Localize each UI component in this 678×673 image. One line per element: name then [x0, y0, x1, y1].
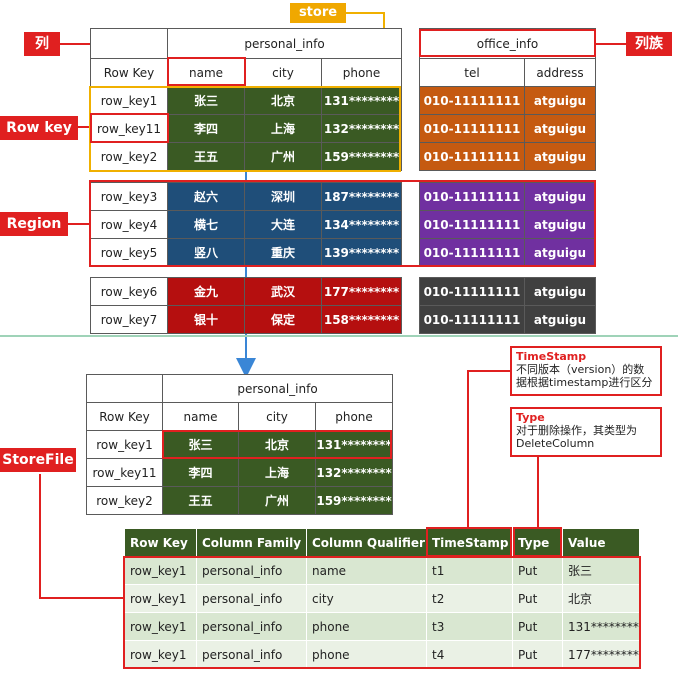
col-timestamp: TimeStamp	[426, 528, 513, 557]
storefile-connector	[39, 474, 126, 599]
col-tel: tel	[419, 58, 525, 87]
personal-info-header: personal_info	[167, 28, 402, 59]
region2-left: row_key3 赵六 深圳 187******** row_key4 横七 大…	[90, 182, 402, 267]
table-row: row_key7 银十 保定 158********	[90, 305, 402, 334]
col-city: city	[244, 58, 322, 87]
region-label: Region	[0, 212, 68, 236]
region3-right: 010-11111111 atguigu 010-11111111 atguig…	[419, 277, 596, 334]
timestamp-connector	[467, 370, 512, 528]
table-row: row_key6 金九 武汉 177********	[90, 277, 402, 306]
table-row: row_key1 personal_info city t2 Put 北京	[124, 584, 640, 613]
table-row: row_key1 张三 北京 131********	[90, 86, 402, 115]
col-address: address	[524, 58, 596, 87]
table-row: row_key3 赵六 深圳 187********	[90, 182, 402, 211]
bottom-table: Row Key Column Family Column Qualifier T…	[124, 528, 640, 669]
top-table-left: personal_info Row Key name city phone	[90, 28, 402, 87]
type-note: Type 对于删除操作，其类型为 DeleteColumn	[510, 407, 662, 457]
table-row: 010-11111111 atguigu	[419, 114, 596, 143]
table-row: 010-11111111 atguigu	[419, 277, 596, 306]
type-column-box	[513, 527, 562, 557]
col-type: Type	[512, 528, 563, 557]
col-column-family: Column Family	[196, 528, 307, 557]
lie-label: 列	[24, 32, 60, 56]
col-value: Value	[562, 528, 640, 557]
col-column-qualifier: Column Qualifier	[306, 528, 427, 557]
timestamp-column-box	[426, 527, 512, 557]
region1-right: 010-11111111 atguigu 010-11111111 atguig…	[419, 86, 596, 171]
table-row: row_key2 王五 广州 159********	[90, 142, 402, 171]
table-row: 010-11111111 atguigu	[419, 86, 596, 115]
table-row: 010-11111111 atguigu	[419, 210, 596, 239]
table-row: row_key11 李四 上海 132********	[90, 114, 402, 143]
mid-table: personal_info Row Key name city phone ro…	[86, 374, 393, 515]
name-column-box	[167, 57, 246, 86]
region3-left: row_key6 金九 武汉 177******** row_key7 银十 保…	[90, 277, 402, 334]
storefile-row-box	[162, 430, 392, 459]
region-box	[89, 180, 596, 267]
region1-left: row_key1 张三 北京 131******** row_key11 李四 …	[90, 86, 402, 171]
table-row: 010-11111111 atguigu	[419, 142, 596, 171]
region2-right: 010-11111111 atguigu 010-11111111 atguig…	[419, 182, 596, 267]
col-rowkey: Row Key	[90, 58, 168, 87]
rowkey-box	[90, 113, 169, 143]
separator	[0, 335, 678, 337]
table-row: row_key1 personal_info name t1 Put 张三	[124, 556, 640, 585]
liezu-label: 列族	[626, 32, 672, 56]
storefile-label: StoreFile	[0, 448, 76, 472]
table-row: 010-11111111 atguigu	[419, 182, 596, 211]
timestamp-note: TimeStamp 不同版本（version）的数 据根据timestamp进行…	[510, 346, 662, 396]
table-row: 010-11111111 atguigu	[419, 238, 596, 267]
rowkey-label: Row key	[0, 116, 78, 140]
table-row: row_key4 横七 大连 134********	[90, 210, 402, 239]
col-phone: phone	[321, 58, 402, 87]
col-rowkey: Row Key	[124, 528, 197, 557]
table-row: 010-11111111 atguigu	[419, 305, 596, 334]
table-row: row_key2 王五 广州 159********	[86, 486, 393, 515]
table-row: row_key11 李四 上海 132********	[86, 458, 393, 487]
table-row: row_key5 竖八 重庆 139********	[90, 238, 402, 267]
table-row: row_key1 张三 北京 131********	[86, 430, 393, 459]
table-row: row_key1 personal_info phone t4 Put 177*…	[124, 640, 640, 669]
store-label: store	[290, 3, 346, 23]
top-table-right: office_info tel address	[419, 28, 596, 87]
mid-personal-info-header: personal_info	[162, 374, 393, 403]
storefile-data-box	[123, 556, 641, 669]
office-info-box	[419, 29, 596, 57]
